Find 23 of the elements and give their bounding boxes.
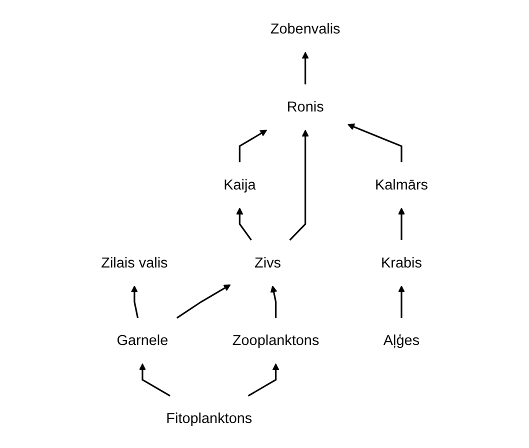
arrow bbox=[176, 284, 231, 319]
arrow bbox=[236, 208, 252, 241]
arrow bbox=[348, 124, 402, 162]
arrow bbox=[398, 208, 405, 240]
arrow bbox=[398, 286, 405, 318]
node-text: Zivs bbox=[254, 254, 281, 271]
arrow bbox=[138, 363, 170, 396]
arrow bbox=[302, 52, 309, 84]
node-text: Krabis bbox=[380, 254, 422, 271]
node-text: Kaija bbox=[224, 176, 256, 193]
node-text: Garnele bbox=[116, 332, 168, 348]
node-text: Zooplanktons bbox=[232, 332, 320, 348]
arrow bbox=[289, 130, 309, 241]
arrow bbox=[248, 363, 280, 396]
node-text: Zobenvalis bbox=[270, 20, 340, 37]
arrow bbox=[130, 286, 138, 318]
node-text: Kalmārs bbox=[374, 176, 428, 193]
arrow bbox=[238, 130, 267, 162]
node-text: Zilais valis bbox=[101, 254, 168, 271]
node-text: Fitoplanktons bbox=[166, 410, 252, 426]
arrow bbox=[270, 286, 278, 318]
node-text: Ronis bbox=[286, 98, 324, 115]
node-text: Aļģes bbox=[383, 332, 420, 348]
